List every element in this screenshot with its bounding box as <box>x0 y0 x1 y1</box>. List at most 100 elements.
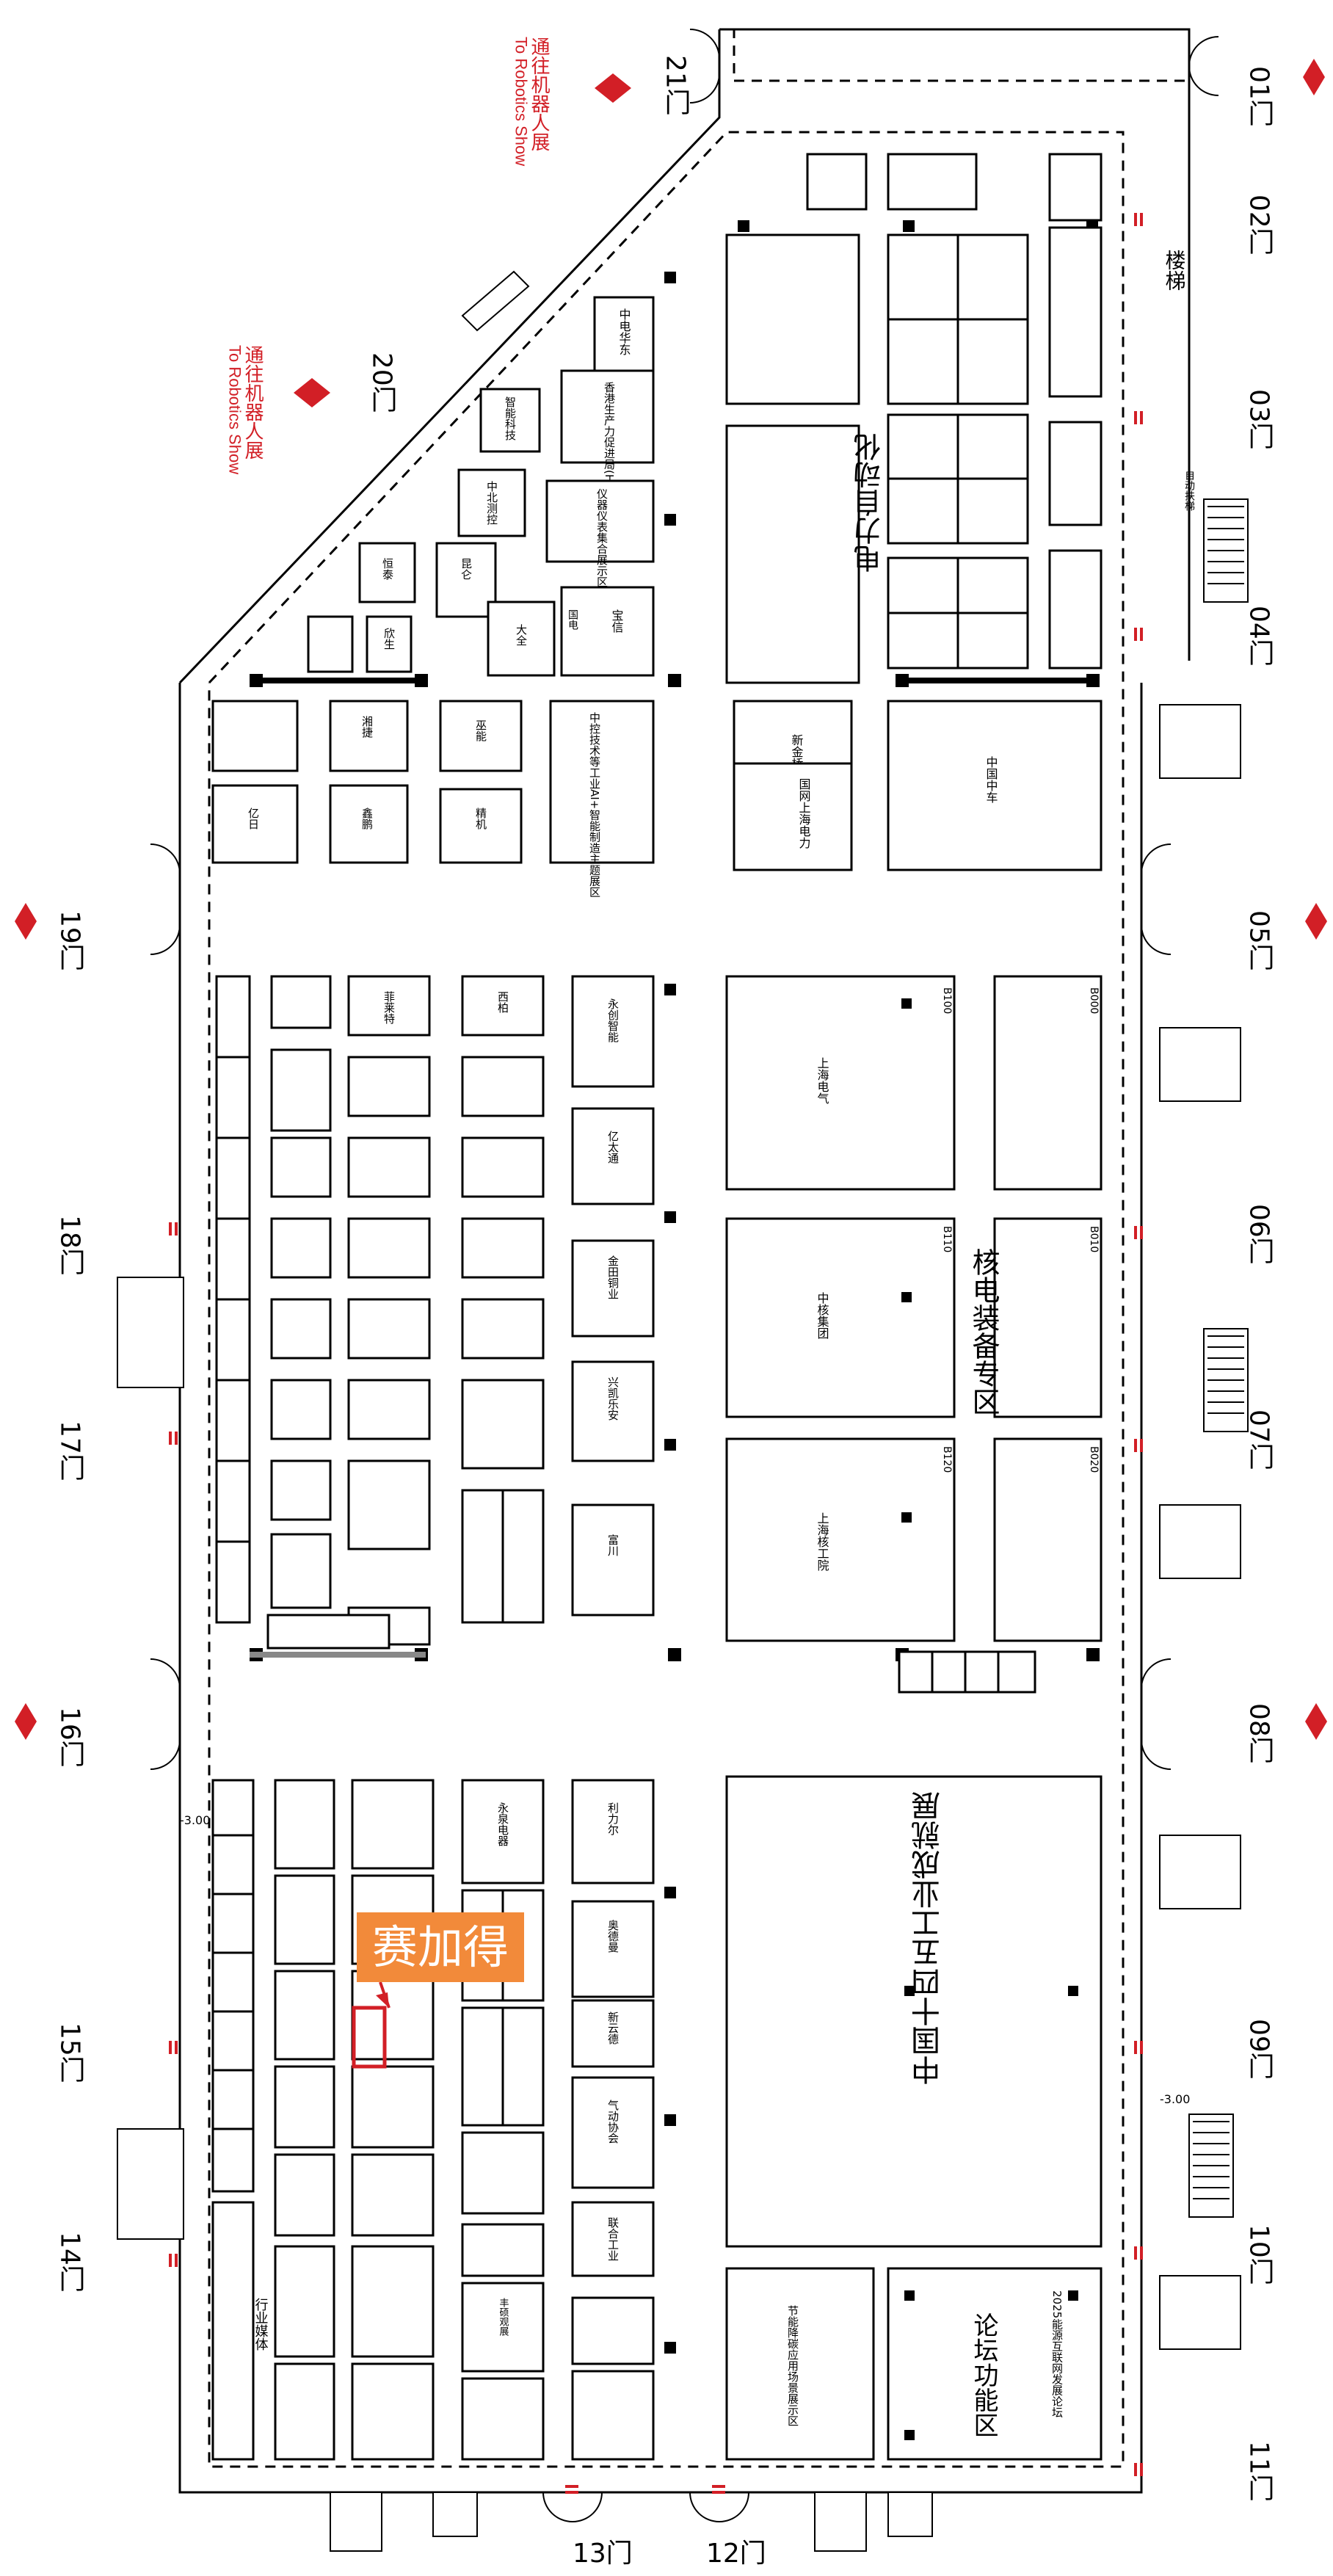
svg-text:兴凯乐安: 兴凯乐安 <box>606 1376 620 1421</box>
door-03: 03门 <box>1244 389 1274 449</box>
zone-label-china-14th: 中国十四五工业成就展 <box>912 1791 945 2085</box>
svg-text:B100: B100 <box>941 987 953 1014</box>
svg-text:B010: B010 <box>1088 1226 1100 1252</box>
svg-text:中国中车: 中国中车 <box>984 756 998 803</box>
robotics-arrow-icon <box>595 73 631 103</box>
door-arrow-icon <box>169 1432 172 1445</box>
svg-text:大全: 大全 <box>515 624 528 646</box>
highlighted-booth-saijiade[interactable] <box>352 2006 387 2069</box>
door-19: 19门 <box>55 910 85 970</box>
door-13: 13门 <box>573 2539 633 2569</box>
door-08: 08门 <box>1244 1703 1274 1763</box>
svg-text:-3.00: -3.00 <box>180 1813 210 1827</box>
svg-text:通往机器人展: 通往机器人展 <box>242 345 264 460</box>
svg-text:金田铜业: 金田铜业 <box>606 1255 620 1299</box>
svg-text:永创智能: 永创智能 <box>606 998 620 1043</box>
svg-text:智能科技: 智能科技 <box>504 396 517 441</box>
door-arrow-icon <box>1140 2463 1143 2476</box>
robotics-link-top[interactable]: 通往机器人展 To Robotics Show <box>512 37 632 166</box>
door-02: 02门 <box>1244 195 1274 255</box>
door-arrow-icon <box>1140 1226 1143 1239</box>
svg-text:昆仑: 昆仑 <box>460 558 473 580</box>
door-arrow-icon <box>1140 2041 1143 2054</box>
door-arrow-icon <box>1134 1439 1137 1452</box>
booth-callout-saijiade[interactable]: 赛加得 <box>357 1912 524 1982</box>
door-arrow-icon <box>1134 1226 1137 1239</box>
svg-text:上海电气: 上海电气 <box>816 1057 829 1104</box>
svg-text:气动协会: 气动协会 <box>606 2100 620 2144</box>
svg-text:亿日: 亿日 <box>247 808 260 830</box>
svg-text:中北测控: 中北测控 <box>485 481 498 526</box>
svg-text:B000: B000 <box>1088 987 1100 1014</box>
svg-text:国电: 国电 <box>567 609 578 630</box>
zone-label-forum: 论坛功能区 <box>969 2312 998 2437</box>
door-04: 04门 <box>1244 606 1274 666</box>
door-arrow-icon <box>1134 213 1137 226</box>
separator-booths <box>898 1650 1036 1694</box>
zone-china-14th: 中国十四五工业成就展 <box>725 1775 1103 2248</box>
svg-text:香港生产力促进局(HKPC): 香港生产力促进局(HKPC) <box>603 382 616 508</box>
zone-label-power-automation: 电力自动化 <box>854 433 886 573</box>
svg-text:富川: 富川 <box>606 1534 620 1556</box>
pillars <box>250 220 1100 2354</box>
svg-text:中核集团: 中核集团 <box>816 1292 829 1339</box>
robotics-link-mid[interactable]: 通往机器人展 To Robotics Show <box>226 345 331 474</box>
svg-text:亿太通: 亿太通 <box>606 1131 620 1164</box>
door-arrow-icon <box>1140 628 1143 641</box>
door-14: 14门 <box>55 2232 85 2292</box>
door-arrow-icon <box>565 2485 578 2488</box>
entrance-diamond-icon <box>1305 903 1327 940</box>
booths-d-section-lower: 中控技术等工业AI+智能制造主题展区 巫能 精机 湘捷 鑫鹏 亿日 <box>211 700 655 897</box>
svg-text:国网上海电力: 国网上海电力 <box>797 778 811 849</box>
booths-e-section: 永创智能 亿太通 金田铜业 兴凯乐安 富川 西柏 菲莱特 <box>215 975 655 1650</box>
svg-text:菲莱特: 菲莱特 <box>382 991 396 1024</box>
door-arrow-icon <box>1134 411 1137 424</box>
door-12: 12门 <box>706 2539 766 2569</box>
svg-text:中控技术等工业AI+智能制造主题展区: 中控技术等工业AI+智能制造主题展区 <box>588 712 601 897</box>
svg-text:B110: B110 <box>941 1226 953 1252</box>
svg-text:利力尔: 利力尔 <box>606 1802 620 1835</box>
stair-icons <box>117 704 1241 2552</box>
svg-text:仪器仪表集合展示区: 仪器仪表集合展示区 <box>595 488 609 587</box>
door-arrow-icon <box>1140 1439 1143 1452</box>
door-arrow-icon <box>1140 213 1143 226</box>
svg-text:中电华东: 中电华东 <box>617 308 631 355</box>
door-20: 20门 <box>367 352 397 413</box>
svg-text:奥德曼: 奥德曼 <box>606 1920 620 1953</box>
door-arrow-icon <box>175 1432 178 1445</box>
svg-text:上海核工院: 上海核工院 <box>816 1512 829 1572</box>
zone-forum: 节能降碳应用场景展示区 2025能源互联网发展论坛 论坛功能区 <box>725 2267 1103 2461</box>
door-arrow-icon <box>1134 2041 1137 2054</box>
svg-text:永泉电器: 永泉电器 <box>496 1802 509 1846</box>
door-arrow-icon <box>712 2491 725 2494</box>
svg-text:-3.00: -3.00 <box>1160 2092 1190 2106</box>
door-10: 10门 <box>1244 2224 1274 2285</box>
svg-text:联合工业: 联合工业 <box>606 2217 620 2261</box>
svg-text:节能降碳应用场景展示区: 节能降碳应用场景展示区 <box>786 2305 799 2426</box>
svg-text:To Robotics Show: To Robotics Show <box>512 37 531 166</box>
door-arrow-icon <box>1140 2246 1143 2260</box>
svg-text:新云德: 新云德 <box>606 2011 620 2045</box>
door-05: 05门 <box>1244 910 1274 970</box>
booths-f-section: 利力尔 奥德曼 新云德 气动协会 联合工业 永泉电器 丰硕观展 <box>211 1779 655 2461</box>
door-11: 11门 <box>1244 2441 1274 2501</box>
entrance-diamond-icon <box>15 1703 37 1740</box>
door-06: 06门 <box>1244 1204 1274 1264</box>
door-01: 01门 <box>1244 66 1274 126</box>
hall-outline <box>178 28 1191 2494</box>
svg-text:通往机器人展: 通往机器人展 <box>529 37 551 151</box>
svg-text:B120: B120 <box>941 1446 953 1473</box>
entrance-diamond-icon <box>1305 1703 1327 1740</box>
door-labels: 01门 02门 03门 04门 05门 06门 07门 08门 09门 10门 … <box>55 55 1274 2569</box>
svg-text:宝信: 宝信 <box>610 609 624 633</box>
door-arrow-icon <box>1134 628 1137 641</box>
svg-text:B020: B020 <box>1088 1446 1100 1473</box>
door-arrow-icon <box>175 1222 178 1236</box>
svg-text:To Robotics Show: To Robotics Show <box>226 345 244 474</box>
door-arrow-icon <box>1140 411 1143 424</box>
escalators: 自动扶梯 楼梯 <box>461 250 1249 2218</box>
svg-text:丰硕观展: 丰硕观展 <box>498 2298 509 2336</box>
door-18: 18门 <box>55 1215 85 1275</box>
door-07: 07门 <box>1244 1409 1274 1470</box>
